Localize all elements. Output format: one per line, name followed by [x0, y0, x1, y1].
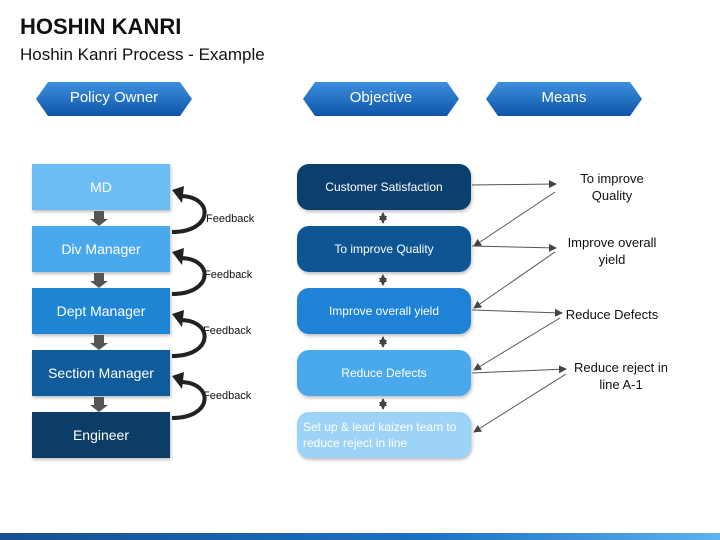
feedback-arrow-icon — [172, 310, 184, 327]
page-subtitle: Hoshin Kanri Process - Example — [20, 45, 265, 64]
bottom-accent-bar — [0, 533, 720, 540]
feedback-arrow-icon — [171, 318, 207, 358]
header-means: Means — [486, 82, 642, 116]
header-objective: Objective — [303, 82, 459, 116]
objective-box: Reduce Defects — [297, 350, 471, 396]
header-policy-owner: Policy Owner — [36, 82, 192, 116]
feedback-arrow-icon — [172, 248, 184, 265]
feedback-arrow-icon — [172, 372, 184, 389]
feedback-arrow-icon — [171, 256, 207, 296]
feedback-arrow-icon — [172, 186, 184, 203]
means-item: Reduce reject in line A-1 — [574, 360, 668, 392]
means-item: To improve Quality — [580, 171, 644, 203]
role-div-manager: Div Manager — [32, 226, 170, 272]
means-item: Reduce Defects — [565, 307, 659, 322]
feedback-label: Feedback — [203, 390, 252, 402]
objective-box: Set up & lead kaizen team to reduce reje… — [297, 412, 471, 458]
page-title: HOSHIN KANRI — [20, 14, 182, 39]
objective-box: Improve overall yield — [297, 288, 471, 334]
role-dept-manager: Dept Manager — [32, 288, 170, 334]
role-section-manager: Section Manager — [32, 350, 170, 396]
feedback-arrow-icon — [171, 380, 207, 420]
role-md: MD — [32, 164, 170, 210]
means-item: Improve overall yield — [567, 235, 657, 267]
feedback-label: Feedback — [203, 325, 252, 337]
feedback-arrow-icon — [171, 194, 207, 234]
role-engineer: Engineer — [32, 412, 170, 458]
feedback-label: Feedback — [204, 269, 253, 281]
objective-box: Customer Satisfaction — [297, 164, 471, 210]
connector-arrow-icon — [471, 180, 567, 433]
feedback-label: Feedback — [206, 213, 255, 225]
objective-box: To improve Quality — [297, 226, 471, 272]
